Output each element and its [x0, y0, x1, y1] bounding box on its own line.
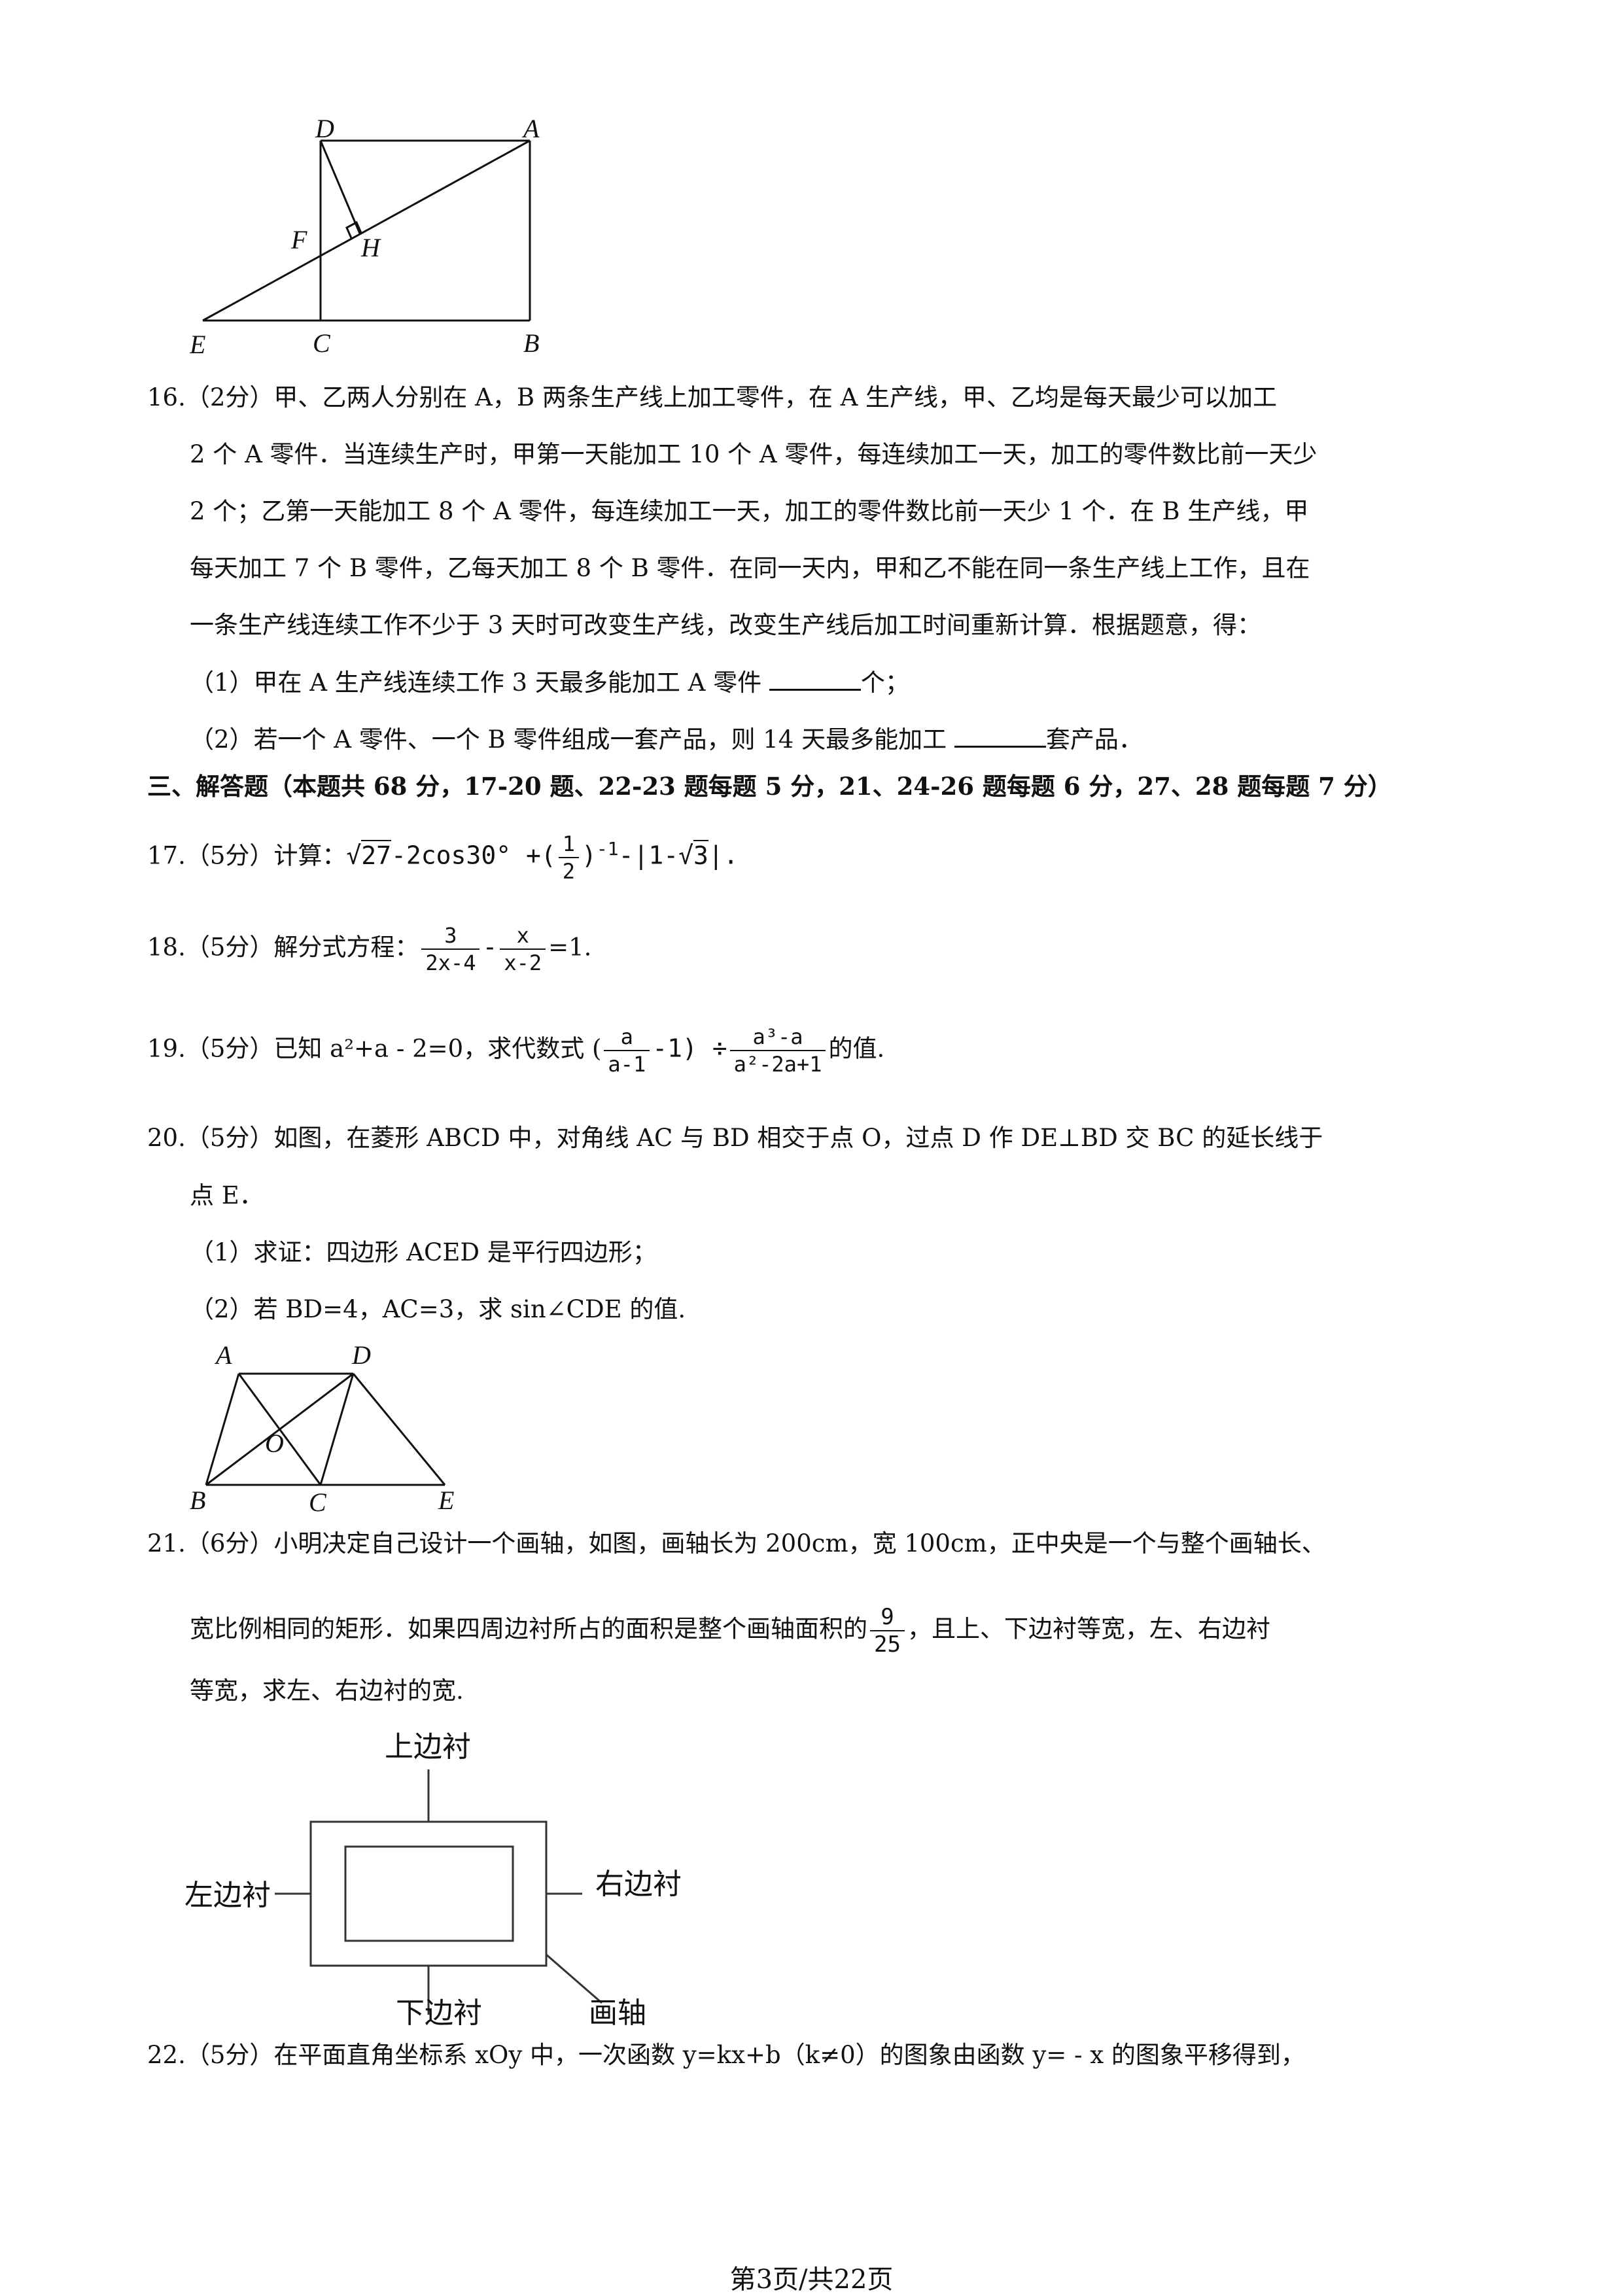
q19-end: 的值. — [828, 1034, 885, 1063]
label-B: B — [523, 328, 539, 358]
q18-d1: 2x-4 — [425, 950, 476, 975]
q16-sub-1: （1）甲在 A 生产线连续工作 3 天最多能加工 A 零件 个； — [190, 669, 1524, 696]
q18-d2: x-2 — [504, 950, 542, 975]
q22-line-1: 22.（5分）在平面直角坐标系 xOy 中，一次函数 y=kx+b（k≠0）的图… — [147, 2041, 1305, 2069]
section-3-heading: 三、解答题（本题共 68 分，17-20 题、22-23 题每题 5 分，21、… — [147, 772, 1392, 801]
q17-rad2: 3 — [693, 839, 708, 870]
q21-den: 25 — [874, 1631, 901, 1658]
q19-d1: a-1 — [608, 1052, 646, 1077]
label-H: H — [360, 233, 381, 262]
label-scroll: 画轴 — [589, 1996, 646, 2028]
q20-sub-2: （2）若 BD=4，AC=3，求 sin∠CDE 的值. — [190, 1295, 686, 1323]
q19-n2: a³-a — [729, 1024, 826, 1051]
q18-minus: - — [482, 932, 498, 962]
label-E: E — [190, 330, 205, 359]
q20-sub-1: （1）求证：四边形 ACED 是平行四边形； — [190, 1238, 657, 1266]
q17-mid: -2cos30° +( — [391, 841, 556, 870]
q18-end: =1. — [548, 933, 592, 962]
q17-prefix: 17.（5分）计算： — [147, 841, 347, 870]
label-O: O — [265, 1429, 284, 1458]
q16-sub-1-text: （1）甲在 A 生产线连续工作 3 天最多能加工 A 零件 — [190, 669, 762, 697]
q21-line-1: 21.（6分）小明决定自己设计一个画轴，如图，画轴长为 200cm，宽 100c… — [147, 1529, 1326, 1557]
figure-scroll-border: 上边衬 左边衬 右边衬 下边衬 画轴 — [184, 1730, 682, 2028]
q18-prefix: 18.（5分）解分式方程： — [147, 933, 419, 962]
q16-line-4: 每天加工 7 个 B 零件，乙每天加工 8 个 B 零件．在同一天内，甲和乙不能… — [190, 554, 1310, 582]
q16-sub-2-tail: 套产品． — [1045, 725, 1143, 754]
q16-line-2: 2 个 A 零件．当连续生产时，甲第一天能加工 10 个 A 零件，每连续加工一… — [190, 440, 1318, 468]
q17-num: 1 — [558, 831, 579, 858]
q18-n2: x — [500, 922, 546, 950]
label-E2: E — [438, 1486, 454, 1514]
q20-line-1: 20.（5分）如图，在菱形 ABCD 中，对角线 AC 与 BD 相交于点 O，… — [147, 1124, 1323, 1152]
q19-mid: -1) ÷ — [652, 1034, 727, 1063]
figure-rhombus-abcd: A D O B C E — [190, 1340, 454, 1514]
sqrt-symbol-2: √ — [678, 841, 693, 870]
q20-line-2: 点 E． — [190, 1181, 264, 1209]
q17-radicand: 27 — [361, 839, 392, 870]
figure-rectangle-abcd: D A F H E C B — [190, 118, 540, 359]
q16-line-5: 一条生产线连续工作不少于 3 天时可改变生产线，改变生产线后加工时间重新计算．根… — [190, 611, 1262, 639]
answer-blank-2 — [954, 726, 1046, 748]
label-C: C — [313, 328, 331, 358]
q19-n1: a — [604, 1024, 650, 1051]
q17-den: 2 — [562, 859, 575, 884]
q21-num: 9 — [870, 1604, 905, 1631]
label-C2: C — [309, 1487, 327, 1514]
q16-sub-1-tail: 个； — [860, 669, 909, 697]
label-A: A — [521, 118, 540, 143]
q17-end: |. — [708, 841, 739, 870]
page-number: 第3页/共22页 — [729, 2265, 894, 2295]
sqrt-symbol: √ — [346, 841, 362, 870]
label-left-border: 左边衬 — [184, 1879, 271, 1912]
q18-n1: 3 — [421, 922, 480, 950]
q16-line-1: 16.（2分）甲、乙两人分别在 A，B 两条生产线上加工零件，在 A 生产线，甲… — [147, 383, 1278, 411]
label-right-border: 右边衬 — [595, 1868, 682, 1901]
q19-prefix: 19.（5分）已知 a²+a - 2=0，求代数式 ( — [147, 1034, 602, 1063]
q17-exponent: -1 — [596, 838, 619, 860]
label-bottom-border: 下边衬 — [396, 1996, 482, 2028]
q21-line-2b: ，且上、下边衬等宽，左、右边衬 — [907, 1614, 1270, 1643]
answer-blank-1 — [769, 669, 861, 691]
q21-line-2a: 宽比例相同的矩形．如果四周边衬所占的面积是整个画轴面积的 — [190, 1614, 867, 1643]
q21-line-3: 等宽，求左、右边衬的宽. — [190, 1677, 464, 1705]
q19-d2: a²-2a+1 — [733, 1052, 822, 1077]
q16-sub-2-text: （2）若一个 A 零件、一个 B 零件组成一套产品，则 14 天最多能加工 — [190, 725, 947, 754]
q16-line-3: 2 个；乙第一天能加工 8 个 A 零件，每连续加工一天，加工的零件数比前一天少… — [190, 497, 1309, 525]
q17-after: ) — [581, 841, 597, 870]
label-A2: A — [214, 1340, 232, 1370]
label-B2: B — [190, 1486, 205, 1514]
q16-sub-2: （2）若一个 A 零件、一个 B 零件组成一套产品，则 14 天最多能加工 套产… — [190, 726, 1524, 753]
label-F: F — [290, 225, 307, 254]
q17-tail: -|1- — [618, 841, 679, 870]
label-D2: D — [351, 1340, 371, 1370]
label-D: D — [315, 118, 334, 143]
label-top-border: 上边衬 — [385, 1730, 471, 1764]
